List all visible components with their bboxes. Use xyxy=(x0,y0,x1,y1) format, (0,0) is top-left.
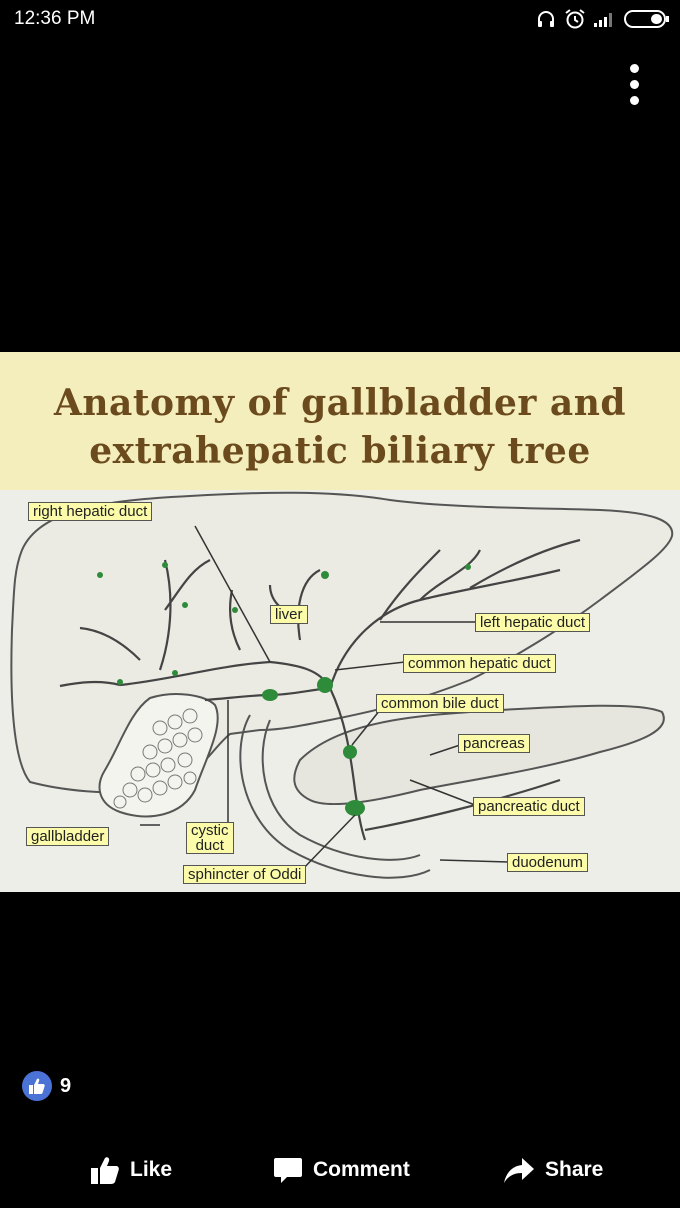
like-button[interactable]: Like xyxy=(90,1152,172,1188)
label-common-bile-duct: common bile duct xyxy=(376,694,504,713)
common-bile-duct-line xyxy=(329,687,367,841)
status-time: 12:36 PM xyxy=(14,8,96,29)
label-right-hepatic-duct: right hepatic duct xyxy=(28,502,153,521)
share-button[interactable]: Share xyxy=(503,1152,603,1188)
signal-icon xyxy=(594,13,612,27)
comment-icon xyxy=(274,1158,302,1183)
like-label: Like xyxy=(130,1158,173,1181)
label-cystic-duct-line-2: duct xyxy=(195,837,224,854)
image-title-line-2: extrahepatic biliary tree xyxy=(89,430,591,472)
thumbs-up-icon xyxy=(22,1071,52,1101)
status-icons xyxy=(536,6,670,32)
status-bar: 12:36 PM xyxy=(0,0,680,40)
gallbladder-shape xyxy=(98,693,219,818)
pancreatic-duct-line xyxy=(364,778,561,832)
label-cystic-duct-line-1: cystic xyxy=(191,822,229,839)
comment-button[interactable]: Comment xyxy=(273,1152,410,1188)
label-sphincter-of-oddi: sphincter of Oddi xyxy=(183,865,307,884)
label-gallbladder: gallbladder xyxy=(26,827,110,846)
label-duodenum: duodenum xyxy=(507,853,588,872)
more-options-button[interactable] xyxy=(618,60,652,110)
anatomy-illustration xyxy=(10,491,674,879)
share-icon xyxy=(504,1158,534,1183)
anatomy-diagram: right hepatic duct liver left hepatic du… xyxy=(0,490,680,892)
label-pancreas: pancreas xyxy=(458,734,530,753)
reaction-count: 9 xyxy=(60,1074,72,1097)
image-title-line-1: Anatomy of gallbladder and xyxy=(53,382,627,424)
post-image[interactable]: Anatomy of gallbladder and extrahepatic … xyxy=(0,352,680,892)
thumbs-up-icon xyxy=(91,1157,119,1184)
duodenum-shape xyxy=(239,714,431,879)
label-common-hepatic-duct: common hepatic duct xyxy=(403,654,556,673)
label-left-hepatic-duct: left hepatic duct xyxy=(475,613,591,632)
reactions-summary[interactable]: 9 xyxy=(22,1071,71,1101)
battery-icon xyxy=(624,10,669,28)
label-liver: liver xyxy=(270,605,308,624)
headphones-icon xyxy=(538,11,554,27)
comment-label: Comment xyxy=(313,1158,410,1181)
label-pancreatic-duct: pancreatic duct xyxy=(473,797,585,816)
label-cystic-duct: cystic duct xyxy=(186,822,234,854)
image-title-area: Anatomy of gallbladder and extrahepatic … xyxy=(0,352,680,490)
right-hepatic-duct-line xyxy=(119,660,271,687)
more-options-icon xyxy=(630,64,639,73)
alarm-icon xyxy=(565,9,585,29)
share-label: Share xyxy=(545,1158,604,1181)
